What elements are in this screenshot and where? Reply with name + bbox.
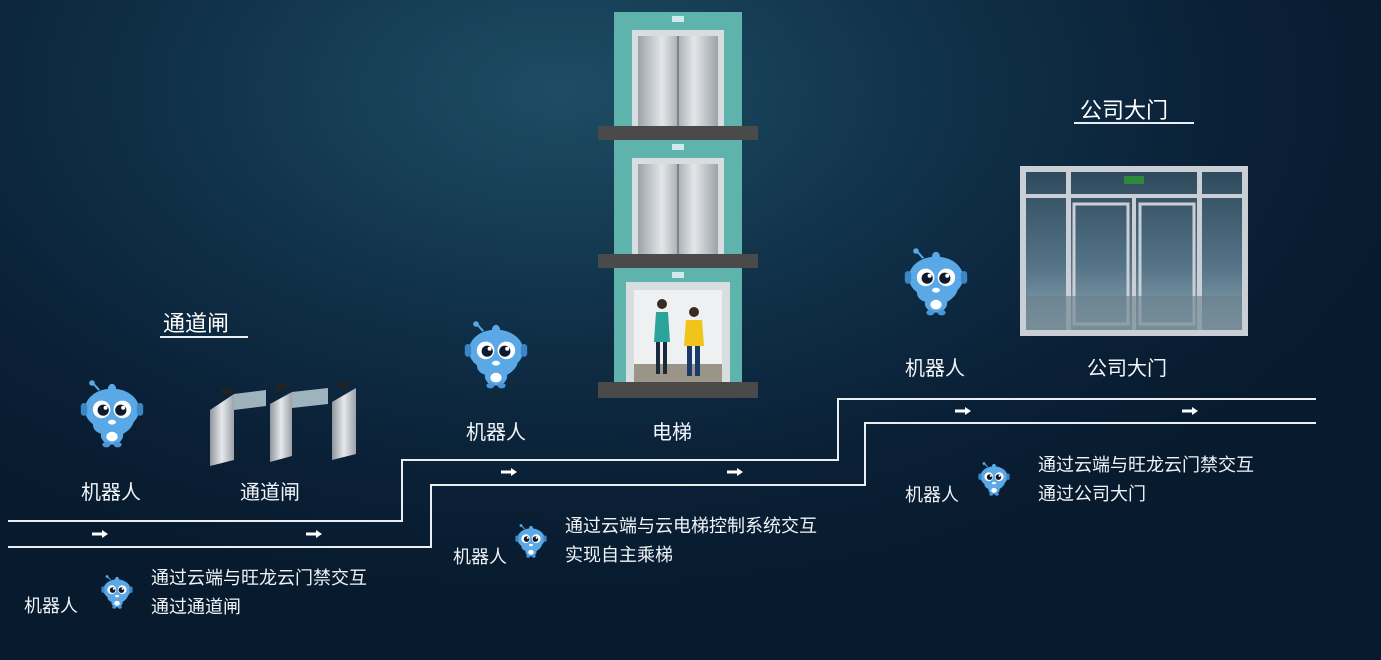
door-desc-line2: 通过公司大门 — [1038, 484, 1146, 505]
gate-title: 通道闸 — [163, 312, 230, 337]
elevator-desc-robot-label: 机器人 — [453, 547, 507, 568]
gate-desc-robot-label: 机器人 — [24, 596, 78, 617]
elevator-device-label: 电梯 — [652, 420, 692, 444]
robot-icon — [456, 321, 536, 391]
door-desc-line1: 通过云端与旺龙云门禁交互 — [1038, 455, 1254, 476]
door-robot-label: 机器人 — [905, 356, 965, 380]
gate-robot-label: 机器人 — [81, 480, 141, 504]
robot-icon — [100, 573, 135, 611]
robot-icon — [72, 380, 152, 450]
elevator-robot-label: 机器人 — [466, 420, 526, 444]
elevator-desc-line1: 通过云端与云电梯控制系统交互 — [565, 516, 817, 537]
robot-icon — [896, 248, 976, 318]
robot-icon — [514, 522, 548, 560]
company-door-image — [1020, 166, 1248, 336]
elevator-image — [598, 12, 758, 398]
door-desc-robot-label: 机器人 — [905, 485, 959, 506]
door-device-label: 公司大门 — [1087, 356, 1167, 380]
gate-device-label: 通道闸 — [240, 480, 300, 504]
elevator-desc-line2: 实现自主乘梯 — [565, 545, 673, 566]
gate-desc-line2: 通过通道闸 — [151, 597, 241, 618]
turnstile-gate-image — [210, 382, 356, 466]
gate-title-underline — [160, 336, 248, 338]
door-title-underline — [1074, 122, 1194, 124]
direction-arrows — [92, 407, 1198, 538]
door-title: 公司大门 — [1080, 99, 1169, 124]
robot-icon — [977, 460, 1011, 498]
gate-desc-line1: 通过云端与旺龙云门禁交互 — [151, 568, 367, 589]
